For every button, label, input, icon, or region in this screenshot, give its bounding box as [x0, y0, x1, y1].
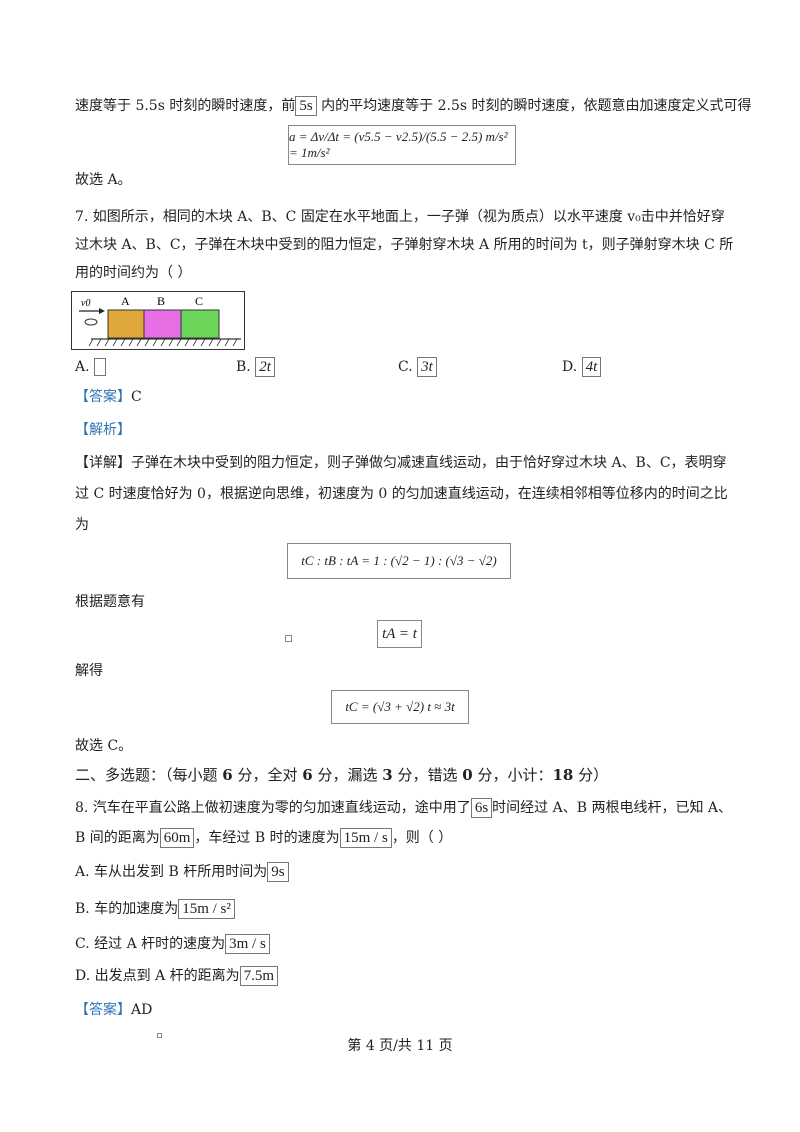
section2-n5: 18: [552, 766, 574, 784]
block-a: [107, 309, 145, 339]
ground-hatch: [88, 338, 238, 347]
block-b: [143, 309, 182, 339]
section2-n2: 6: [302, 766, 313, 784]
section2-mid1: 分，全对: [232, 766, 303, 784]
page-footer: 第 4 页/共 11 页: [347, 1038, 453, 1054]
formula-tc-text: tC = (√3 + √2) t ≈ 3t: [345, 699, 455, 714]
placeholder-square-icon: [285, 635, 292, 642]
intro-box-5s: 5s: [295, 96, 317, 116]
q8-box-6s: 6s: [470, 798, 493, 818]
q8-option-b-box: 15m / s²: [178, 899, 235, 919]
q7-detail-2: 过 C 时速度恰好为 0，根据逆向思维，初速度为 0 的匀加速直线运动，在连续相…: [75, 486, 728, 502]
q7-analysis-label: 【解析】: [75, 422, 131, 438]
formula-tc: tC = (√3 + √2) t ≈ 3t: [331, 690, 469, 724]
q8-l1a: 8. 汽车在平直公路上做初速度为零的匀加速直线运动，途中用了: [75, 800, 471, 816]
q7-option-b-label: B.: [236, 359, 251, 375]
formula-ta-text: tA = t: [382, 625, 417, 642]
q8-l2b: ，车经过 B 时的速度为: [194, 830, 340, 846]
intro-text-2: 内的平均速度等于 2.5s 时刻的瞬时速度，依题意由加速度定义式可得: [316, 98, 752, 114]
q7-option-a: A.: [75, 356, 107, 378]
q7-line-1: 7. 如图所示，相同的木块 A、B、C 固定在水平地面上，一子弹（视为质点）以水…: [75, 209, 725, 225]
section2-mid2: 分，漏选: [312, 766, 383, 784]
small-square-icon: [157, 1033, 162, 1038]
q7-detail-1: 【详解】子弹在木块中受到的阻力恒定，则子弹做匀减速直线运动，由于恰好穿过木块 A…: [75, 453, 727, 473]
formula-ta: tA = t: [377, 620, 422, 648]
label-b: B: [157, 294, 165, 308]
q8-option-a-box: 9s: [267, 862, 289, 882]
q7-option-b: B. 2t: [236, 356, 275, 378]
q8-option-d-box: 7.5m: [239, 966, 279, 986]
q7-detail-text-1: 子弹在木块中受到的阻力恒定，则子弹做匀减速直线运动，由于恰好穿过木块 A、B、C…: [131, 455, 727, 471]
q7-answer: 【答案】C: [75, 387, 142, 407]
section-2-header: 二、多选题：（每小题 6 分，全对 6 分，漏选 3 分，错选 0 分，小计：1…: [75, 765, 608, 785]
q7-option-d-value: 4t: [581, 357, 602, 377]
q7-analysis: 【解析】: [75, 420, 131, 440]
q7-according: 根据题意有: [75, 594, 145, 610]
q8-answer: 【答案】AD: [75, 1000, 152, 1020]
section2-mid3: 分，错选: [392, 766, 463, 784]
formula-time-ratio-text: tC : tB : tA = 1 : (√2 − 1) : (√3 − √2): [301, 553, 497, 568]
q7-option-c: C. 3t: [398, 356, 437, 378]
formula-acceleration-text: a = Δv/Δt = (v5.5 − v2.5)/(5.5 − 2.5) m/…: [289, 129, 508, 160]
q7-option-a-label: A.: [75, 359, 90, 375]
q8-l2c: ，则（ ）: [391, 830, 453, 846]
label-c: C: [195, 294, 203, 308]
bullet-icon: [84, 318, 98, 326]
label-a: A: [121, 294, 130, 308]
q7-answer-label: 【答案】: [75, 389, 131, 405]
formula-acceleration: a = Δv/Δt = (v5.5 − v2.5)/(5.5 − 2.5) m/…: [288, 125, 516, 165]
velocity-arrowhead: [99, 308, 105, 314]
q7-detail-3: 为: [75, 517, 89, 533]
section2-prefix: 二、多选题：（每小题: [75, 766, 223, 784]
q7-figure: v0 A B C: [71, 291, 245, 350]
q8-l2a: B 间的距离为: [75, 830, 160, 846]
section2-suffix: 分）: [573, 766, 609, 784]
v0-label: v0: [81, 298, 90, 309]
choice-6: 故选 A。: [75, 172, 132, 188]
formula-time-ratio: tC : tB : tA = 1 : (√2 − 1) : (√3 − √2): [287, 543, 511, 579]
q7-option-b-value: 2t: [255, 357, 275, 377]
block-c: [180, 309, 220, 339]
q8-option-b-text: B. 车的加速度为: [75, 901, 179, 917]
intro-text-1: 速度等于 5.5s 时刻的瞬时速度，前: [75, 98, 296, 114]
q8-option-d-text: D. 出发点到 A 杆的距离为: [75, 968, 240, 984]
q7-detail-label: 【详解】: [75, 455, 131, 471]
q8-l1b: 时间经过 A、B 两根电线杆，已知 A、: [492, 800, 733, 816]
q8-answer-value: AD: [131, 1002, 153, 1018]
q7-answer-value: C: [131, 389, 142, 405]
q8-answer-label: 【答案】: [75, 1002, 131, 1018]
q7-line-2: 过木块 A、B、C，子弹在木块中受到的阻力恒定，子弹射穿木块 A 所用的时间为 …: [75, 237, 734, 253]
q7-option-c-label: C.: [398, 359, 413, 375]
section2-n1: 6: [222, 766, 233, 784]
q7-option-c-value: 3t: [417, 357, 437, 377]
q7-option-d-label: D.: [562, 359, 578, 375]
section2-mid4: 分，小计：: [472, 766, 553, 784]
q7-line-3: 用的时间约为（ ）: [75, 265, 192, 281]
q8-option-c-box: 3m / s: [225, 934, 270, 954]
section2-n3: 3: [382, 766, 393, 784]
q8-option-c-text: C. 经过 A 杆时的速度为: [75, 936, 226, 952]
q8-option-a-text: A. 车从出发到 B 杆所用时间为: [75, 864, 268, 880]
q8-box-15ms: 15m / s: [339, 828, 392, 848]
section2-n4: 0: [462, 766, 473, 784]
q7-solve: 解得: [75, 663, 103, 679]
q8-box-60m: 60m: [159, 828, 195, 848]
q7-option-d: D. 4t: [562, 356, 602, 378]
q7-choice: 故选 C。: [75, 738, 133, 754]
figure-frame: [71, 291, 245, 350]
q7-option-a-box: [94, 358, 107, 376]
